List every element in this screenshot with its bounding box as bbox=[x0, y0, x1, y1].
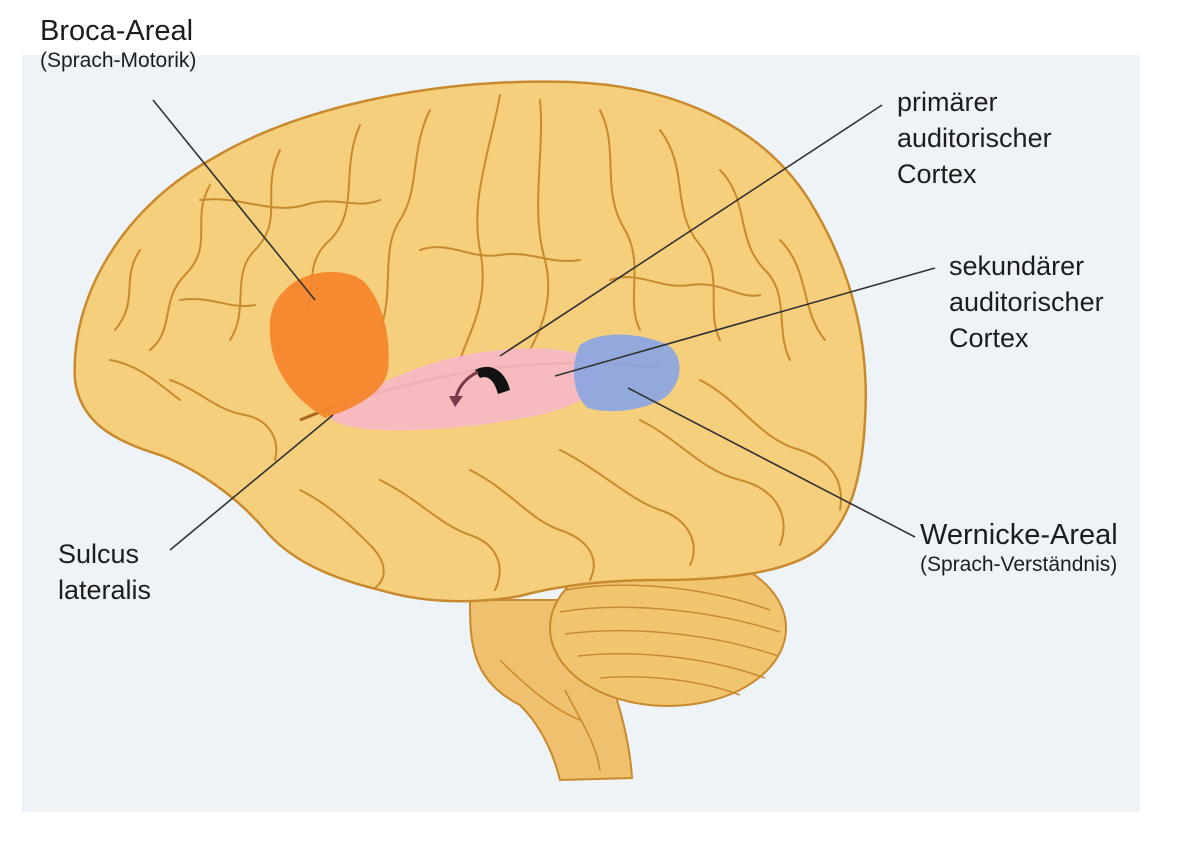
cerebellum-fold bbox=[577, 653, 766, 679]
cerebellum-fold bbox=[599, 676, 741, 696]
primary-cortex-line: auditorischer bbox=[897, 123, 1052, 153]
leader-line-broca bbox=[152, 99, 316, 301]
arrowhead-icon bbox=[449, 396, 463, 407]
secondary-cortex-label: sekundärer auditorischer Cortex bbox=[949, 248, 1104, 356]
leader-line-wernicke bbox=[627, 387, 916, 538]
secondary-cortex-line: Cortex bbox=[949, 323, 1029, 353]
sulcus-line: lateralis bbox=[58, 575, 152, 605]
primary-cortex-line: Cortex bbox=[897, 159, 977, 189]
cerebellum-fold bbox=[564, 629, 779, 657]
primary-cortex-line: primärer bbox=[897, 87, 998, 117]
wernicke-label: Wernicke-Areal (Sprach-Verständnis) bbox=[920, 518, 1118, 578]
sulcus-label: Sulcus lateralis bbox=[58, 536, 151, 608]
broca-label: Broca-Areal (Sprach-Motorik) bbox=[40, 14, 196, 74]
secondary-cortex-line: sekundärer bbox=[949, 251, 1085, 281]
leader-line-primary-cortex bbox=[499, 104, 883, 357]
cerebellum-fold bbox=[559, 606, 781, 633]
wernicke-title: Wernicke-Areal bbox=[920, 519, 1118, 551]
secondary-cortex-line: auditorischer bbox=[949, 287, 1104, 317]
broca-subtitle: (Sprach-Motorik) bbox=[40, 49, 197, 72]
wernicke-subtitle: (Sprach-Verständnis) bbox=[920, 553, 1118, 576]
primary-cortex-label: primärer auditorischer Cortex bbox=[897, 84, 1052, 192]
leader-line-secondary-cortex bbox=[554, 267, 936, 377]
brain-stem-fold bbox=[499, 659, 581, 721]
primary-cortex-marker bbox=[475, 366, 510, 394]
broca-title: Broca-Areal bbox=[40, 15, 194, 47]
flow-arrow-icon bbox=[454, 370, 479, 399]
brain-stem-fold bbox=[564, 689, 601, 771]
leader-line-sulcus bbox=[169, 414, 334, 551]
sulcus-line: Sulcus bbox=[58, 539, 140, 569]
cerebellum-fold bbox=[564, 584, 771, 611]
auditory-cortex-region bbox=[329, 348, 601, 431]
cerebrum bbox=[73, 80, 867, 603]
broca-region bbox=[269, 271, 389, 418]
wernicke-region bbox=[573, 334, 680, 412]
